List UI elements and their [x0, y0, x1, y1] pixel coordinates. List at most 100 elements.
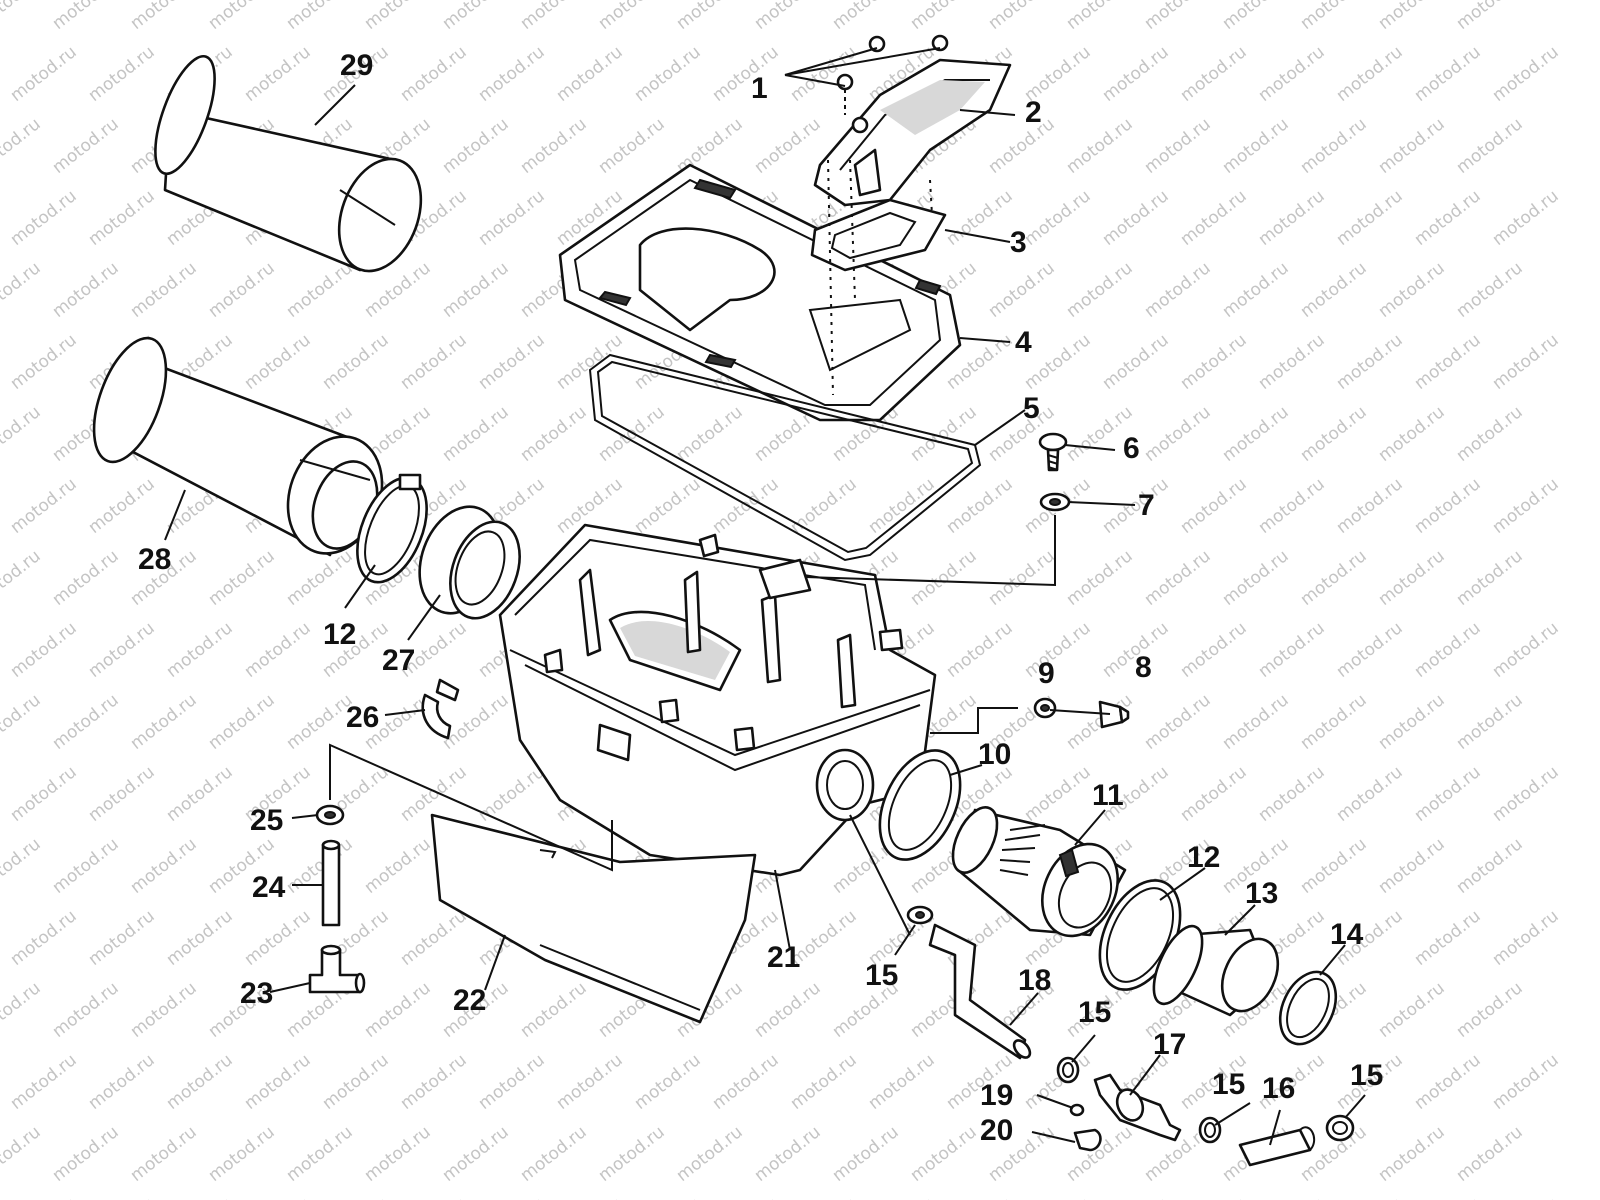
watermark-text: motod.ru — [751, 114, 825, 178]
watermark-text: motod.ru — [595, 114, 669, 178]
callout-10: 10 — [978, 738, 1011, 771]
watermark-text: motod.ru — [1063, 690, 1137, 754]
watermark-text: motod.ru — [0, 546, 45, 610]
watermark-text: motod.ru — [283, 546, 357, 610]
callout-15-c: 15 — [1212, 1068, 1245, 1101]
part-1-screws — [836, 34, 949, 134]
watermark-text: motod.ru — [943, 618, 1017, 682]
callout-24: 24 — [252, 871, 286, 904]
watermark-text: motod.ru — [439, 1122, 513, 1186]
watermark-text: motod.ru — [1219, 258, 1293, 322]
watermark-text: motod.ru — [1219, 0, 1293, 34]
watermark-text: motod.ru — [205, 258, 279, 322]
callout-19: 19 — [980, 1079, 1013, 1112]
watermark-text: motod.ru — [163, 1194, 237, 1200]
watermark-text: motod.ru — [1375, 402, 1449, 466]
watermark-text: motod.ru — [1177, 186, 1251, 250]
callout-3: 3 — [1010, 226, 1027, 259]
watermark-text: motod.ru — [1411, 618, 1485, 682]
part-21-airbox-body — [498, 523, 937, 877]
watermark-text: motod.ru — [1063, 114, 1137, 178]
watermark-text: motod.ru — [85, 1050, 159, 1114]
watermark-text: motod.ru — [85, 42, 159, 106]
callout-26: 26 — [346, 701, 379, 734]
watermark-text: motod.ru — [1453, 546, 1527, 610]
watermark-text: motod.ru — [1063, 1122, 1137, 1186]
callout-22: 22 — [453, 984, 486, 1017]
callout-13: 13 — [1245, 877, 1278, 910]
part-18-drain-hose — [928, 923, 1032, 1060]
part-7-washer — [1039, 492, 1071, 512]
watermark-text: motod.ru — [1333, 330, 1407, 394]
watermark-text: motod.ru — [1177, 1194, 1251, 1200]
part-19-fastener — [1069, 1103, 1085, 1117]
watermark-text: motod.ru — [397, 1194, 471, 1200]
watermark-text: motod.ru — [475, 330, 549, 394]
watermark-text: motod.ru — [1411, 1050, 1485, 1114]
callout-25: 25 — [250, 804, 283, 837]
watermark-text: motod.ru — [1099, 474, 1173, 538]
watermark-text: motod.ru — [1255, 474, 1329, 538]
watermark-text: motod.ru — [1411, 186, 1485, 250]
watermark-text: motod.ru — [1453, 114, 1527, 178]
watermark-text: motod.ru — [1177, 474, 1251, 538]
watermark-text: motod.ru — [1411, 42, 1485, 106]
callout-15-a: 15 — [865, 959, 898, 992]
watermark-text: motod.ru — [475, 1194, 549, 1200]
watermark-text: motod.ru — [709, 1050, 783, 1114]
watermark-text: motod.ru — [517, 402, 591, 466]
watermark-text: motod.ru — [1453, 978, 1527, 1042]
watermark-text: motod.ru — [205, 690, 279, 754]
callout-11: 11 — [1092, 779, 1124, 812]
watermark-text: motod.ru — [241, 42, 315, 106]
watermark-text: motod.ru — [631, 42, 705, 106]
part-29-filter-sleeve — [154, 54, 423, 273]
watermark-text: motod.ru — [1375, 546, 1449, 610]
watermark-text: motod.ru — [709, 42, 783, 106]
watermark-text: motod.ru — [49, 0, 123, 34]
watermark-text: motod.ru — [127, 1122, 201, 1186]
watermark-text: motod.ru — [709, 1194, 783, 1200]
watermark-text: motod.ru — [475, 1050, 549, 1114]
watermark-text: motod.ru — [49, 546, 123, 610]
watermark-text: motod.ru — [0, 114, 45, 178]
watermark-text: motod.ru — [1375, 978, 1449, 1042]
callout-15-d: 15 — [1350, 1059, 1383, 1092]
part-4-airbox-lid — [558, 163, 962, 422]
watermark-text: motod.ru — [1297, 114, 1371, 178]
watermark-text: motod.ru — [1297, 546, 1371, 610]
watermark-text: motod.ru — [907, 1122, 981, 1186]
watermark-text: motod.ru — [1453, 258, 1527, 322]
watermark-text: motod.ru — [1177, 618, 1251, 682]
part-6-screw — [1038, 432, 1068, 472]
watermark-text: motod.ru — [1453, 690, 1527, 754]
part-23-tee-fitting — [308, 944, 366, 994]
callout-18: 18 — [1018, 964, 1051, 997]
watermark-text: motod.ru — [673, 0, 747, 34]
callout-29: 29 — [340, 49, 373, 82]
watermark-text: motod.ru — [283, 1122, 357, 1186]
watermark-text: motod.ru — [1375, 690, 1449, 754]
watermark-text: motod.ru — [1489, 906, 1563, 970]
watermark-text: motod.ru — [1219, 114, 1293, 178]
watermark-text: motod.ru — [1255, 186, 1329, 250]
watermark-text: motod.ru — [397, 1050, 471, 1114]
watermark-text: motod.ru — [439, 402, 513, 466]
callout-28: 28 — [138, 543, 171, 576]
watermark-text: motod.ru — [985, 114, 1059, 178]
watermark-text: motod.ru — [1255, 1194, 1329, 1200]
watermark-text: motod.ru — [397, 906, 471, 970]
watermark-text: motod.ru — [1297, 0, 1371, 34]
watermark-text: motod.ru — [1219, 402, 1293, 466]
watermark-text: motod.ru — [439, 690, 513, 754]
watermark-text: motod.ru — [709, 474, 783, 538]
watermark-text: motod.ru — [1333, 474, 1407, 538]
watermark-text: motod.ru — [787, 1194, 861, 1200]
watermark-text: motod.ru — [1021, 762, 1095, 826]
watermark-text: motod.ru — [865, 1194, 939, 1200]
watermark-text: motod.ru — [1489, 42, 1563, 106]
watermark-text: motod.ru — [517, 114, 591, 178]
watermark-text: motod.ru — [517, 978, 591, 1042]
watermark-text: motod.ru — [1255, 618, 1329, 682]
watermark-text: motod.ru — [1099, 1194, 1173, 1200]
